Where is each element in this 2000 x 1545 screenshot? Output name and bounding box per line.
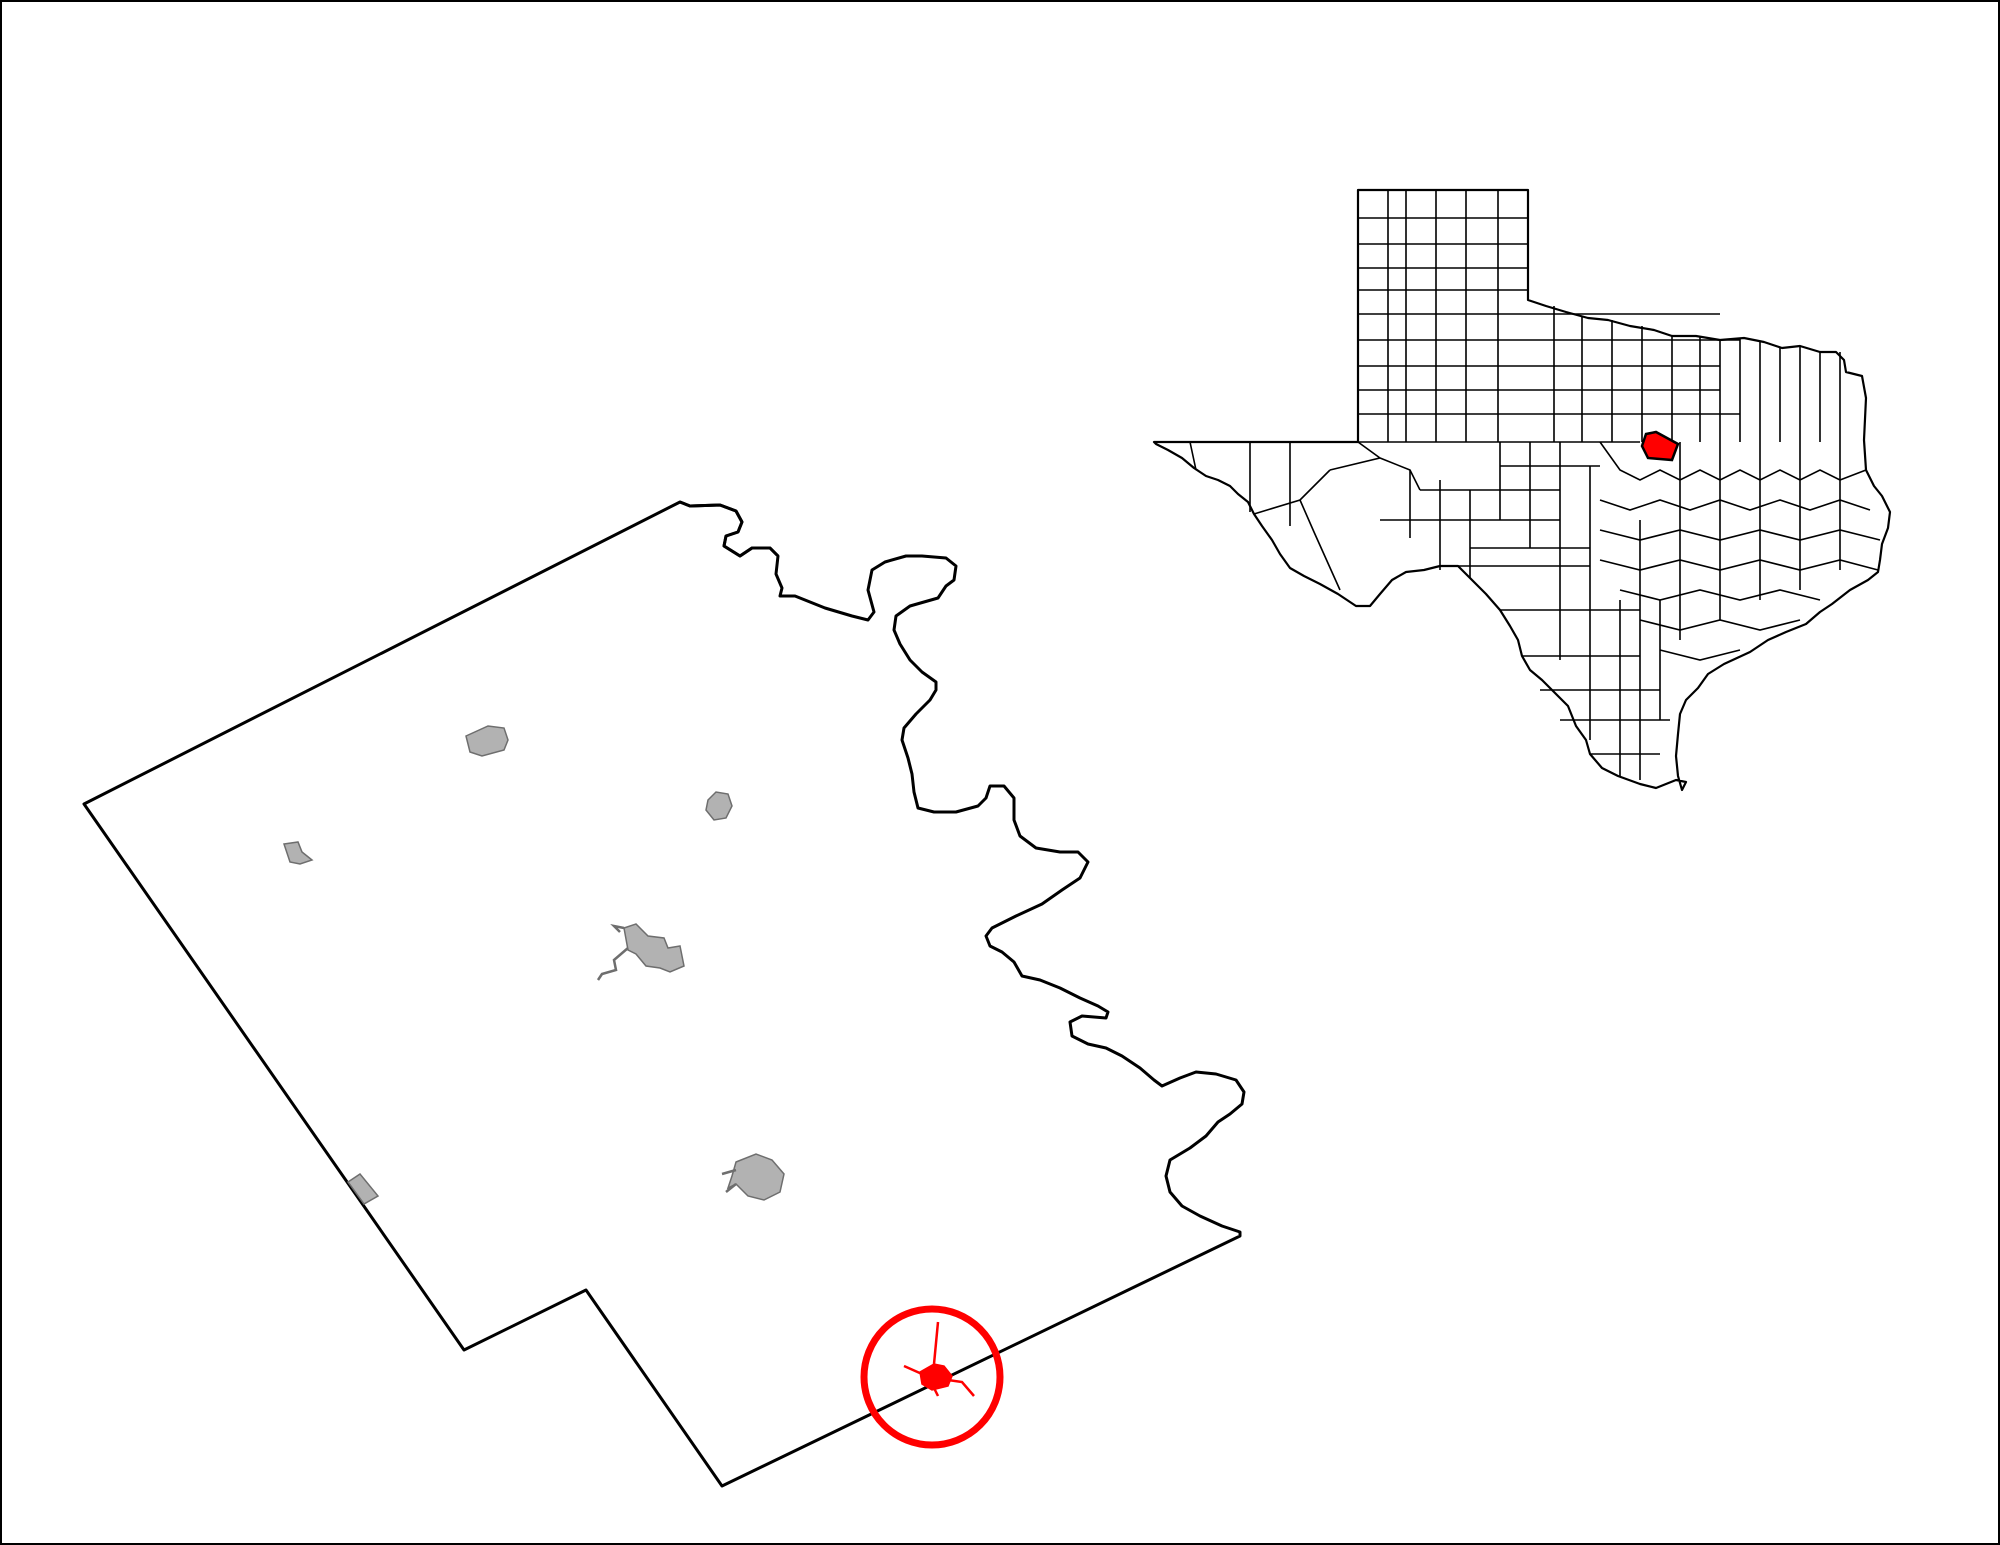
red-circle-marker (860, 1305, 1004, 1449)
town-southwest-edge (346, 1172, 380, 1205)
texas-county-lines (1189, 190, 1881, 780)
river-boundary (679, 500, 780, 558)
town-northeast (705, 791, 733, 821)
texas-locator-inset (1152, 188, 1892, 792)
highlighted-county (1640, 430, 1680, 462)
highlighted-place (860, 1305, 1004, 1449)
county-shape (82, 500, 1246, 1488)
county-map (82, 500, 1246, 1488)
town-central (596, 923, 685, 981)
town-west (283, 841, 314, 865)
town-north (465, 725, 509, 757)
town-south (721, 1153, 785, 1201)
